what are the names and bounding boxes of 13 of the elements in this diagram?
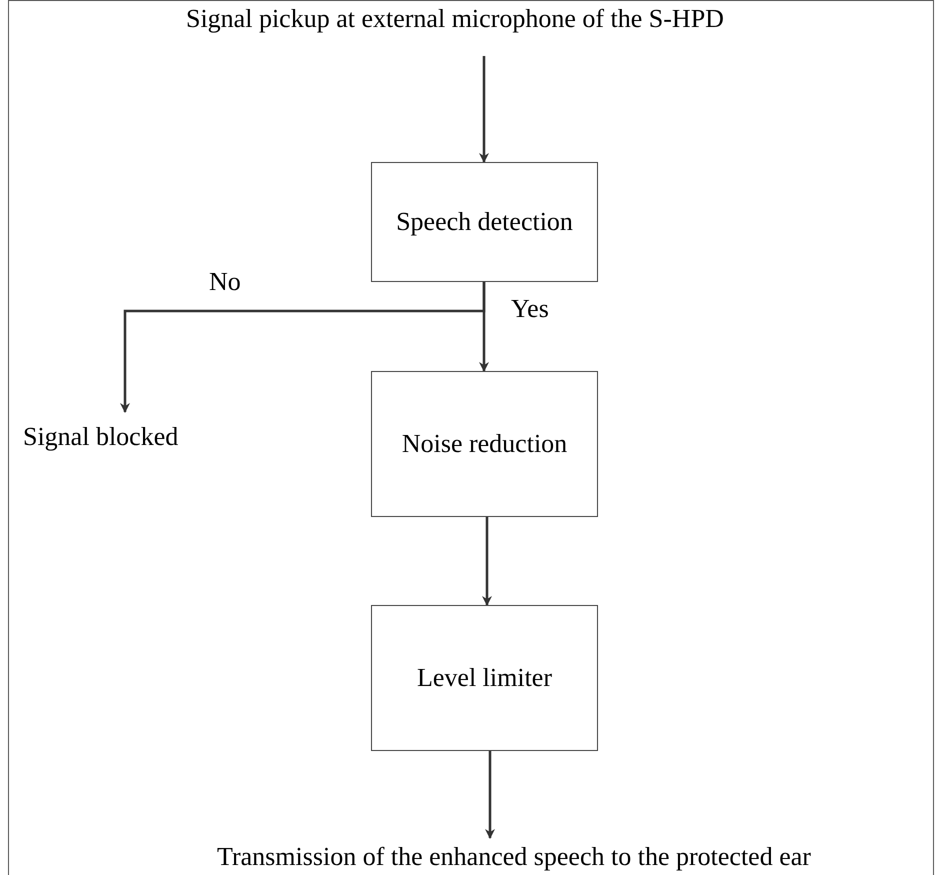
process-box — [371, 605, 598, 751]
flow-text: Transmission of the enhanced speech to the protected ear — [217, 842, 811, 872]
arrow — [482, 517, 492, 606]
box-label: Noise reduction — [402, 429, 568, 459]
box-label: Speech detection — [396, 207, 573, 237]
arrow — [485, 751, 495, 839]
process-box — [371, 162, 598, 282]
arrow — [479, 56, 489, 163]
flow-text: Signal pickup at external microphone of the S-HPD — [186, 4, 724, 34]
box-label: Level limiter — [416, 663, 552, 693]
flow-text: Signal blocked — [23, 422, 178, 452]
arrow — [120, 282, 486, 413]
process-box — [371, 371, 598, 517]
